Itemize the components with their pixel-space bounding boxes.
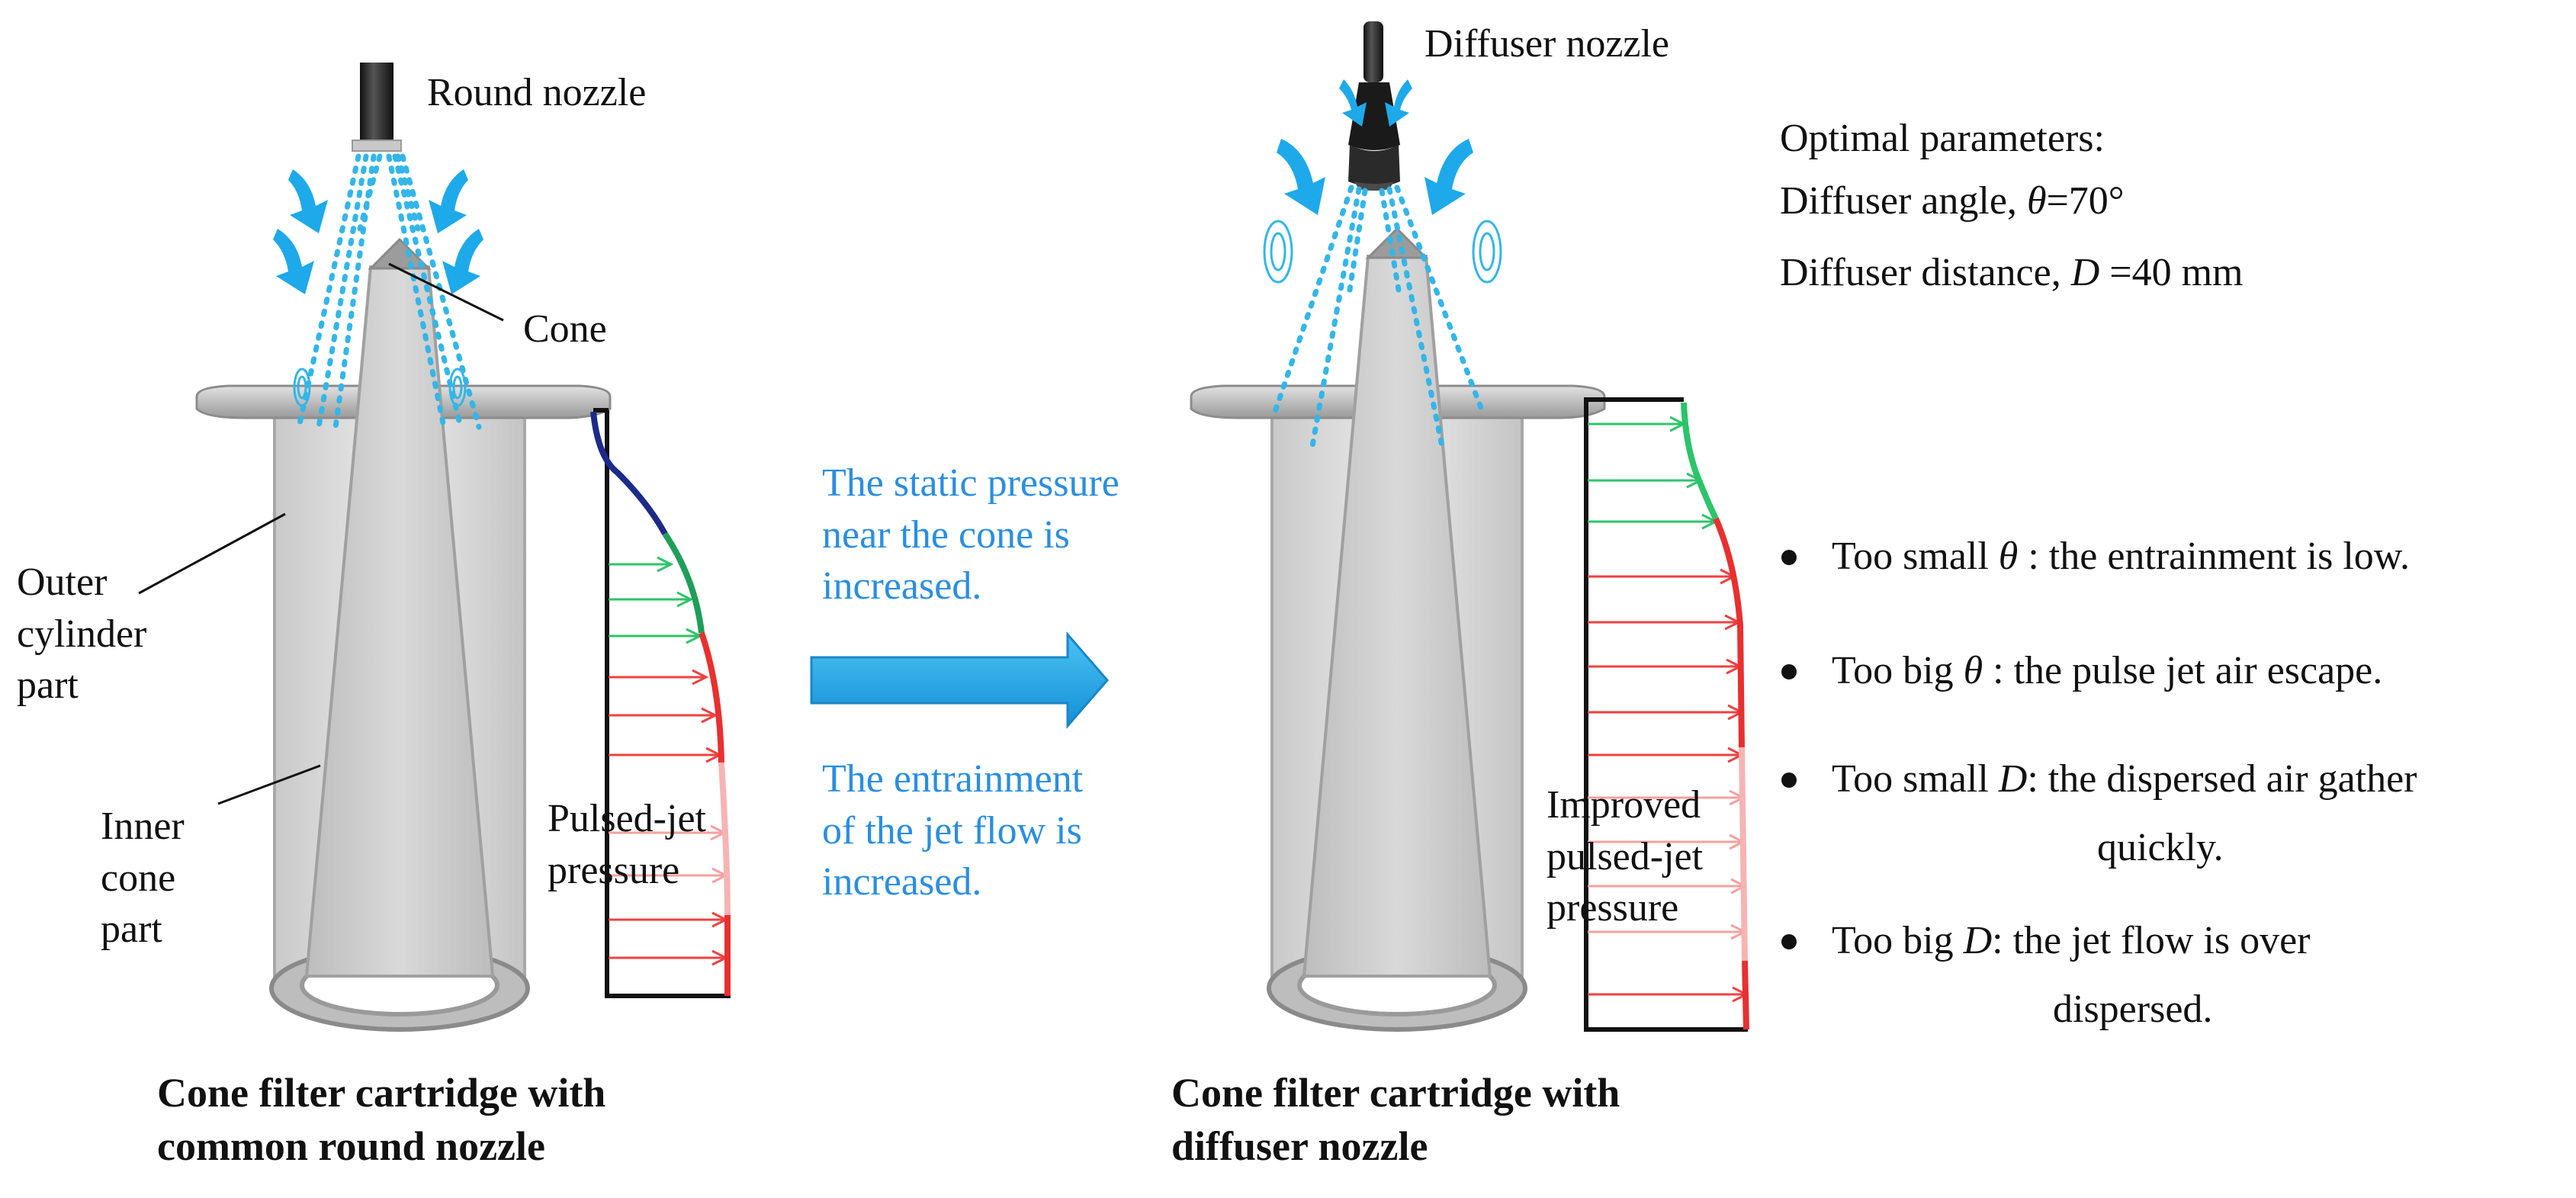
- bullet-small-d-continuation: quickly.: [2097, 826, 2224, 869]
- transition-arrow: [810, 631, 1109, 730]
- left-pressure-curve-pink: [718, 762, 731, 916]
- bullet-dot: [1781, 772, 1797, 788]
- right-cartridge: [1190, 21, 1606, 1032]
- bullet-item-big-theta: Too big θ : the pulse jet air escape.: [1781, 642, 2382, 699]
- left-pressure-label: Pulsed-jet pressure: [548, 797, 706, 892]
- bullet-dot: [1781, 550, 1797, 565]
- static-pressure-text: The static pressure near the cone is inc…: [822, 461, 1119, 609]
- left-pressure-profile: [590, 408, 731, 998]
- right-pressure-curve-red: [1713, 517, 1745, 748]
- inner-cone-label: Inner cone part: [101, 805, 185, 952]
- bullet-item-small-d: Too small D: the dispersed air gather: [1781, 750, 2417, 808]
- diffuser-distance-line: Diffuser distance, D =40 mm: [1780, 251, 2244, 294]
- cone-leader-line: [388, 262, 504, 322]
- left-round-nozzle: [360, 63, 393, 140]
- bullet-dot: [1781, 664, 1797, 679]
- right-pressure-curve-green: [1681, 402, 1719, 520]
- left-pressure-arrows: [609, 556, 729, 966]
- entrainment-text: The entrainment of the jet flow is incre…: [822, 757, 1084, 904]
- left-vortex-icons: [293, 368, 467, 407]
- diffuser-nozzle-label: Diffuser nozzle: [1425, 22, 1670, 66]
- outer-cylinder-label: Outer cylinder part: [17, 560, 147, 708]
- right-pressure-curve-tail: [1742, 960, 1749, 1030]
- pressure-arrow-head: [692, 669, 709, 686]
- right-caption: Cone filter cartridge with diffuser nozz…: [1171, 1070, 1620, 1170]
- left-pressure-curve-green: [662, 532, 705, 634]
- diffuser-nozzle-icon: [1348, 21, 1400, 191]
- diffuser-angle-line: Diffuser angle, θ=70°: [1780, 179, 2125, 223]
- left-pressure-curve-navy: [590, 411, 668, 535]
- right-entrainment-arrows: [1277, 79, 1473, 215]
- bullet-dot: [1781, 934, 1797, 949]
- right-vortex-icons: [1263, 220, 1502, 284]
- bullet-big-d-continuation: dispersed.: [2053, 988, 2213, 1031]
- left-caption: Cone filter cartridge with common round …: [157, 1070, 606, 1170]
- right-pressure-profile: [1584, 397, 1749, 1032]
- outer-leader-line: [138, 512, 286, 595]
- left-entrainment-arrows: [273, 169, 483, 294]
- left-cartridge: [138, 63, 612, 1032]
- pressure-arrow-head: [657, 556, 674, 573]
- pressure-arrow-head: [676, 591, 694, 608]
- left-pressure-curve-red: [699, 631, 724, 763]
- cone-label: Cone: [523, 307, 607, 351]
- inner-leader-line: [217, 764, 321, 805]
- round-nozzle-label: Round nozzle: [427, 71, 647, 114]
- pressure-arrow-head: [701, 707, 718, 724]
- bullet-item-big-d: Too big D: the jet flow is over: [1781, 912, 2311, 969]
- right-jet-streams: [1272, 185, 1486, 453]
- right-pressure-curve-pink: [1739, 747, 1748, 962]
- bullet-item-small-theta: Too small θ : the entrainment is low.: [1781, 528, 2410, 585]
- right-cone-tip: [1365, 226, 1429, 259]
- right-pressure-label: Improved pulsed-jet pressure: [1547, 783, 1704, 930]
- optimal-parameters-heading: Optimal parameters:: [1780, 117, 2105, 160]
